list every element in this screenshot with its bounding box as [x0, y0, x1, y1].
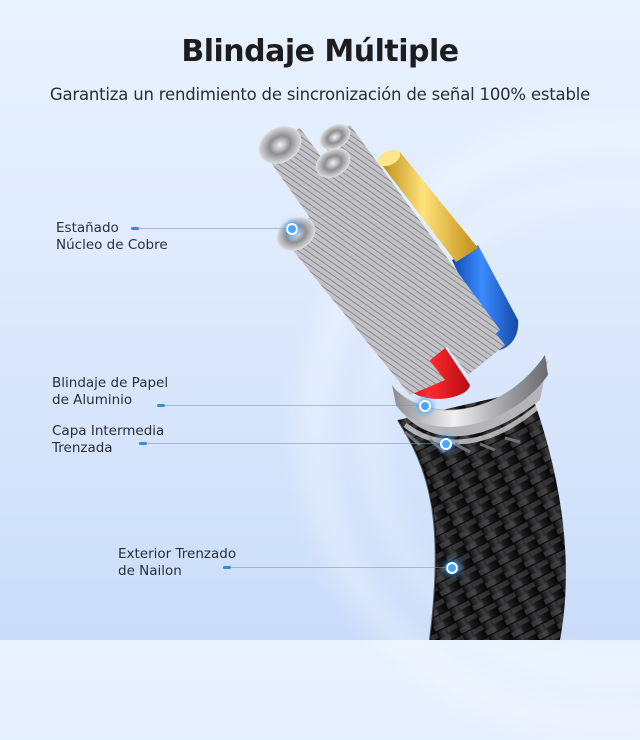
- callout-marker-dot: [286, 223, 298, 235]
- callout-label-nylon-braided-exterior: Exterior Trenzado de Nailon: [118, 546, 236, 580]
- callout-dash: [131, 227, 139, 230]
- callout-marker-dot: [419, 400, 431, 412]
- callout-line: Estañado: [56, 220, 119, 236]
- callout-marker-dot: [440, 438, 452, 450]
- callout-leader-line: [165, 405, 421, 406]
- callout-line: Capa Intermedia: [52, 423, 165, 439]
- callout-leader-line: [231, 567, 447, 568]
- callout-leader-line: [139, 228, 289, 229]
- callout-line: Núcleo de Cobre: [56, 237, 168, 253]
- page-title: Blindaje Múltiple: [181, 34, 459, 69]
- page-subtitle: Garantiza un rendimiento de sincronizaci…: [49, 85, 591, 104]
- cable-illustration: [258, 124, 566, 640]
- product-infographic: Blindaje Múltiple Garantiza un rendimien…: [49, 34, 640, 740]
- callout-leader-line: [147, 443, 443, 444]
- callout-marker-dot: [446, 562, 458, 574]
- callout-line: de Nailon: [118, 563, 182, 579]
- callout-dash: [223, 566, 231, 569]
- callout-dash: [139, 442, 147, 445]
- callout-label-aluminum-foil-shield: Blindaje de Papel de Aluminio: [52, 375, 168, 409]
- callout-line: Trenzada: [52, 440, 113, 456]
- callout-label-braided-middle-layer: Capa Intermedia Trenzada: [52, 423, 164, 457]
- nylon-braid-jacket: [398, 390, 566, 640]
- callout-dash: [157, 404, 165, 407]
- callout-line: Exterior Trenzado: [118, 546, 237, 562]
- callout-line: Blindaje de Papel: [52, 375, 169, 391]
- callout-line: de Aluminio: [52, 392, 133, 408]
- callout-label-tinned-copper-core: Estañado Núcleo de Cobre: [56, 220, 168, 254]
